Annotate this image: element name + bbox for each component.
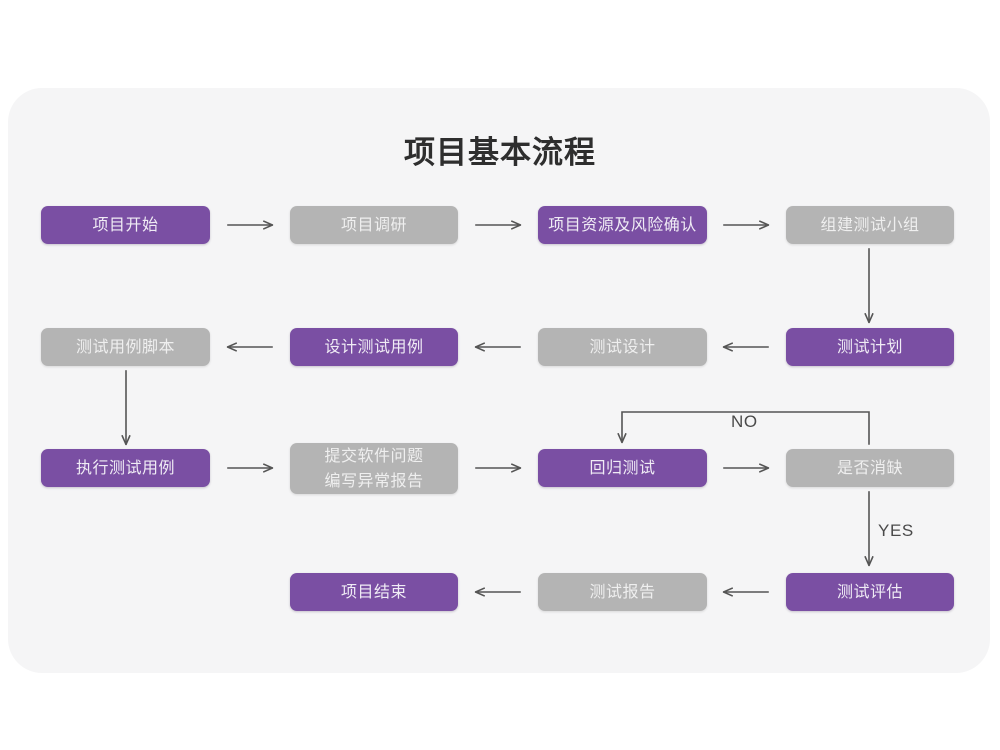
node-defect-resolved-decision[interactable]: 是否消缺 xyxy=(786,449,954,487)
node-project-end[interactable]: 项目结束 xyxy=(290,573,458,611)
node-design-test-case[interactable]: 设计测试用例 xyxy=(290,328,458,366)
node-execute-test-case[interactable]: 执行测试用例 xyxy=(41,449,210,487)
edge-label-yes: YES xyxy=(878,521,914,540)
node-test-plan[interactable]: 测试计划 xyxy=(786,328,954,366)
node-regression-test[interactable]: 回归测试 xyxy=(538,449,707,487)
page-title: 项目基本流程 xyxy=(404,135,596,170)
node-project-research[interactable]: 项目调研 xyxy=(290,206,458,244)
node-build-test-team[interactable]: 组建测试小组 xyxy=(786,206,954,244)
edge-resolved-no-to-regression xyxy=(622,411,870,445)
node-resource-risk-confirm[interactable]: 项目资源及风险确认 xyxy=(538,206,707,244)
node-project-start[interactable]: 项目开始 xyxy=(41,206,210,244)
node-submit-defect-report[interactable]: 提交软件问题 编写异常报告 xyxy=(290,443,458,494)
node-test-case-script[interactable]: 测试用例脚本 xyxy=(41,328,210,366)
node-test-report[interactable]: 测试报告 xyxy=(538,573,707,611)
edge-label-no: NO xyxy=(731,412,758,431)
node-test-evaluation[interactable]: 测试评估 xyxy=(786,573,954,611)
node-test-design[interactable]: 测试设计 xyxy=(538,328,707,366)
